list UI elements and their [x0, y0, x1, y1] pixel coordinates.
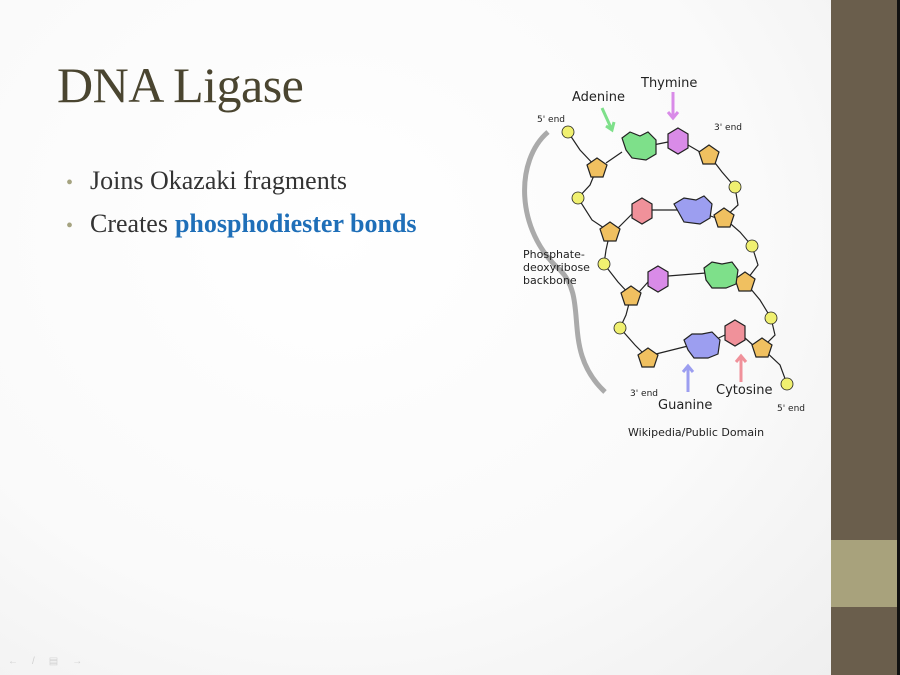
bullet-icon: •: [66, 215, 74, 237]
label-5-end-top: 5' end: [537, 115, 565, 125]
bullet-item: • Joins Okazaki fragments: [66, 166, 417, 209]
arrow-icon: [666, 92, 680, 121]
label-backbone: Phosphate-: [523, 248, 585, 261]
label-arrows: [600, 92, 748, 392]
label-thymine: Thymine: [640, 76, 697, 91]
guanine-base: [683, 331, 721, 359]
image-credit: Wikipedia/Public Domain: [628, 426, 764, 439]
slide-title: DNA Ligase: [57, 57, 304, 113]
cytosine-base: [724, 319, 746, 347]
pen-icon[interactable]: /: [32, 656, 35, 667]
highlighted-term: phosphodiester bonds: [174, 209, 417, 238]
nucleobases: [621, 127, 746, 359]
deoxyribose-sugars: [586, 144, 773, 368]
guanine-base: [673, 195, 713, 225]
phosphate-groups: [561, 125, 794, 391]
label-backbone: deoxyribose: [523, 261, 590, 274]
decorative-sidebar-block: [831, 540, 897, 607]
label-cytosine: Cytosine: [716, 383, 772, 398]
cytosine-base: [631, 197, 653, 225]
thymine-base: [667, 127, 689, 155]
label-guanine: Guanine: [658, 398, 712, 413]
label-adenine: Adenine: [572, 90, 625, 105]
label-3-end-bottom: 3' end: [630, 389, 658, 399]
dna-structure-diagram: Adenine Thymine 5' end 3' end Phosphate-…: [522, 76, 805, 439]
previous-icon[interactable]: ←: [8, 656, 18, 667]
bullet-icon: •: [66, 172, 74, 194]
thymine-base: [647, 265, 669, 293]
backbone-bracket: [522, 130, 607, 394]
bullet-text: Creates: [90, 209, 168, 238]
label-backbone: backbone: [523, 274, 577, 287]
bullet-text: Joins Okazaki fragments: [90, 166, 348, 195]
menu-icon[interactable]: ▤: [48, 656, 59, 667]
adenine-base: [703, 261, 739, 289]
arrow-icon: [681, 363, 695, 392]
adenine-base: [621, 131, 657, 161]
arrow-icon: [734, 353, 748, 382]
label-3-end-top: 3' end: [714, 123, 742, 133]
window-edge: [897, 0, 900, 675]
arrow-icon: [600, 107, 616, 133]
label-5-end-bottom: 5' end: [777, 404, 805, 414]
next-icon[interactable]: →: [72, 656, 83, 667]
slideshow-controls: ← / ▤ →: [8, 656, 82, 667]
